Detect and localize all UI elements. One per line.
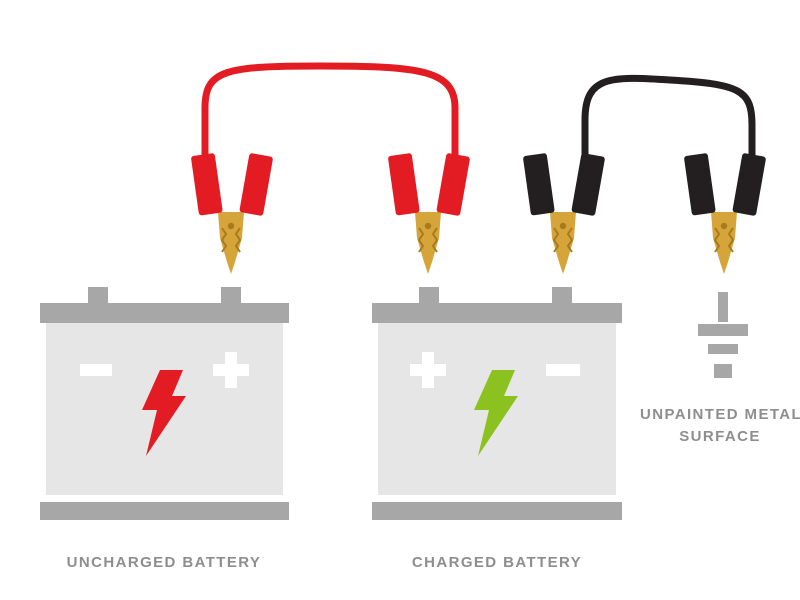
minus-icon bbox=[80, 364, 112, 376]
alligator-clamp-icon bbox=[191, 153, 273, 275]
plus-icon bbox=[213, 352, 249, 388]
battery-base bbox=[372, 502, 622, 520]
battery-terminal bbox=[552, 287, 572, 305]
negative-cable bbox=[581, 74, 756, 162]
ground-symbol-icon bbox=[698, 292, 748, 378]
battery-base bbox=[40, 502, 289, 520]
charged-battery bbox=[372, 287, 622, 520]
lightning-bolt-icon bbox=[474, 370, 518, 456]
battery-lid bbox=[40, 303, 289, 323]
alligator-clamp-icon bbox=[523, 153, 605, 275]
lightning-bolt-icon bbox=[142, 370, 186, 456]
battery-lid bbox=[372, 303, 622, 323]
ground-label: UNPAINTED METAL SURFACE bbox=[640, 404, 800, 448]
ground-label-line2: SURFACE bbox=[679, 428, 761, 445]
charged-battery-label: CHARGED BATTERY bbox=[411, 554, 583, 571]
ground-label-line1: UNPAINTED METAL bbox=[640, 406, 800, 423]
battery-terminal bbox=[88, 287, 108, 305]
battery-terminal bbox=[419, 287, 439, 305]
alligator-clamp-icon bbox=[684, 153, 766, 275]
alligator-clamp-icon bbox=[388, 153, 470, 275]
uncharged-battery bbox=[40, 287, 289, 520]
positive-cable bbox=[201, 62, 459, 162]
plus-icon bbox=[410, 352, 446, 388]
battery-terminal bbox=[221, 287, 241, 305]
uncharged-battery-label: UNCHARGED BATTERY bbox=[66, 554, 262, 571]
minus-icon bbox=[546, 364, 580, 376]
